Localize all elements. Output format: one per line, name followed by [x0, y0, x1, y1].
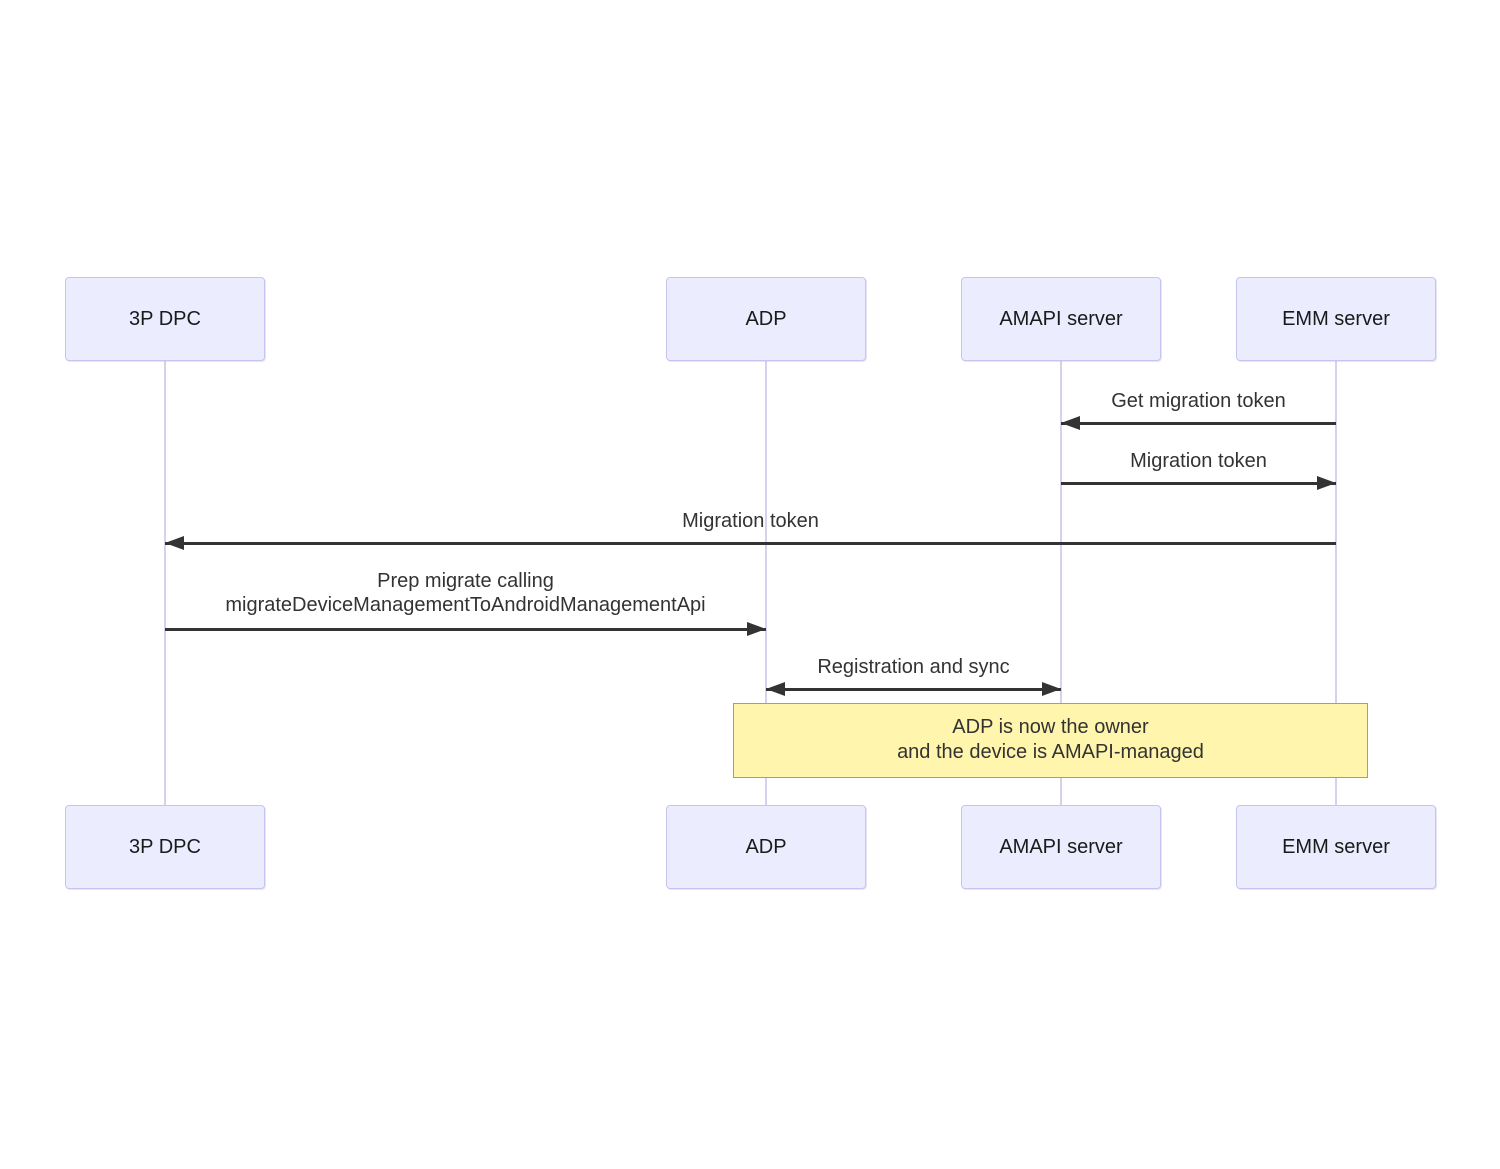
- message-label: Get migration token: [1111, 390, 1286, 412]
- arrowhead-left-icon: [766, 682, 785, 696]
- actor-top-amapi-server: AMAPI server: [961, 277, 1161, 361]
- message-label-line: Prep migrate calling: [377, 570, 554, 592]
- message-arrow-line: [1061, 482, 1336, 485]
- note-adp-owner: ADP is now the owner and the device is A…: [733, 703, 1368, 778]
- lifeline-adp: [765, 361, 767, 805]
- actor-label: EMM server: [1282, 835, 1390, 858]
- lifeline-amapi-server: [1060, 361, 1062, 805]
- actor-label: ADP: [745, 835, 787, 858]
- message-arrow-line: [1061, 422, 1336, 425]
- message-arrow-line: [165, 628, 766, 631]
- message-label: Migration token: [1130, 450, 1267, 472]
- actor-bottom-emm-server: EMM server: [1236, 805, 1436, 889]
- actor-label: 3P DPC: [129, 307, 201, 330]
- arrowhead-right-icon: [1317, 476, 1336, 490]
- note-line: and the device is AMAPI-managed: [897, 741, 1204, 763]
- arrowhead-left-icon: [165, 536, 184, 550]
- actor-top-adp: ADP: [666, 277, 866, 361]
- arrowhead-left-icon: [1061, 416, 1080, 430]
- actor-bottom-amapi-server: AMAPI server: [961, 805, 1161, 889]
- actor-label: AMAPI server: [999, 835, 1123, 858]
- lifeline-emm-server: [1335, 361, 1337, 805]
- message-label: Prep migrate calling migrateDeviceManage…: [165, 569, 766, 617]
- actor-bottom-adp: ADP: [666, 805, 866, 889]
- actor-label: ADP: [745, 307, 787, 330]
- note-line: ADP is now the owner: [952, 716, 1149, 738]
- actor-bottom-3p-dpc: 3P DPC: [65, 805, 265, 889]
- message-arrow-line: [766, 688, 1061, 691]
- message-arrow-line: [165, 542, 1336, 545]
- arrowhead-right-icon: [747, 622, 766, 636]
- actor-top-3p-dpc: 3P DPC: [65, 277, 265, 361]
- lifeline-3p-dpc: [164, 361, 166, 805]
- actor-label: 3P DPC: [129, 835, 201, 858]
- actor-top-emm-server: EMM server: [1236, 277, 1436, 361]
- message-label-line: migrateDeviceManagementToAndroidManageme…: [225, 594, 706, 616]
- actor-label: EMM server: [1282, 307, 1390, 330]
- message-label: Migration token: [682, 510, 819, 532]
- actor-label: AMAPI server: [999, 307, 1123, 330]
- arrowhead-right-icon: [1042, 682, 1061, 696]
- message-label: Registration and sync: [817, 656, 1010, 678]
